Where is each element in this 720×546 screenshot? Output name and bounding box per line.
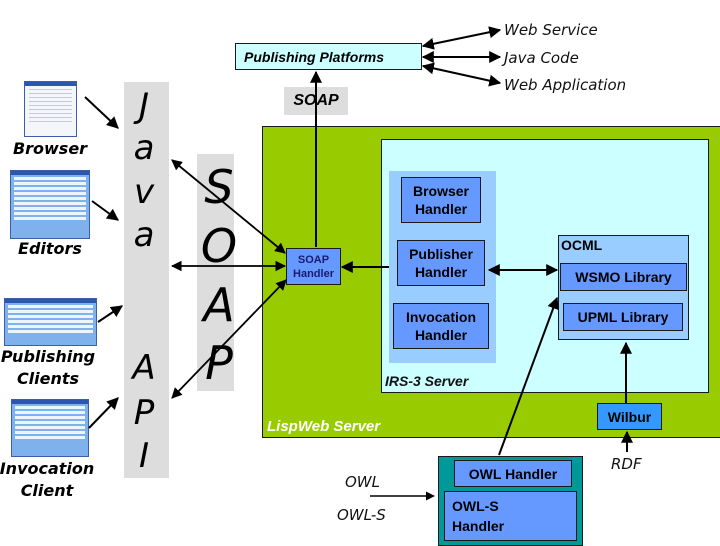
arrow-publishing-to-api xyxy=(97,305,123,323)
arrow-platforms-web-application xyxy=(421,62,502,87)
client-label-invocation-line1: Invocation xyxy=(0,459,95,478)
owls-handler-box: OWL-S Handler xyxy=(444,491,577,541)
invocation-handler-box: Invocation Handler xyxy=(393,303,489,349)
java-letter-a1: a xyxy=(133,128,155,168)
wsmo-library-box: WSMO Library xyxy=(560,263,687,291)
arrow-api-soap-handler-top xyxy=(171,159,286,254)
rdf-label: RDF xyxy=(611,455,642,473)
output-java-code: Java Code xyxy=(504,49,579,67)
client-label-publishing: Publishing Clients xyxy=(0,346,96,390)
soap-handler-line1: SOAP xyxy=(297,253,330,266)
api-letter-i: I xyxy=(138,436,150,476)
client-label-editors: Editors xyxy=(18,239,82,258)
browser-handler-line1: Browser xyxy=(412,183,470,199)
editors-thumbnail xyxy=(10,170,90,239)
java-letter-a2: a xyxy=(133,215,155,255)
client-label-publishing-line2: Clients xyxy=(16,369,80,388)
arrow-invocation-to-api xyxy=(88,397,119,429)
output-web-service: Web Service xyxy=(504,21,598,39)
arrow-platforms-web-service xyxy=(421,26,502,50)
invocation-handler-line2: Handler xyxy=(414,327,468,343)
arrow-browser-to-api xyxy=(84,96,119,129)
publishing-platforms-label: Publishing Platforms xyxy=(244,49,385,65)
client-label-invocation: Invocation Client xyxy=(0,458,98,502)
arrow-api-soap-handler-bottom xyxy=(171,279,287,399)
client-label-browser: Browser xyxy=(12,139,88,158)
client-label-publishing-line1: Publishing xyxy=(0,347,96,366)
output-web-application: Web Application xyxy=(504,76,627,94)
java-letter-j: J xyxy=(138,86,150,126)
api-letter-p: P xyxy=(133,393,155,433)
publisher-handler-line1: Publisher xyxy=(409,246,473,262)
lispweb-server-label: LispWeb Server xyxy=(267,418,381,435)
arrow-owl-to-ocml xyxy=(498,296,559,456)
java-api-column xyxy=(124,82,169,478)
owls-input-label: OWL-S xyxy=(337,506,386,524)
owls-handler-line1: OWL-S xyxy=(452,498,499,514)
irs3-server-label: IRS-3 Server xyxy=(385,373,469,389)
client-label-invocation-line2: Client xyxy=(20,481,74,500)
invocation-handler-line1: Invocation xyxy=(405,309,476,325)
owl-input-label: OWL xyxy=(345,473,380,491)
java-letter-v: v xyxy=(133,172,155,212)
owls-handler-line2: Handler xyxy=(452,518,505,534)
owl-handler-box: OWL Handler xyxy=(454,460,572,487)
invocation-client-thumbnail xyxy=(11,399,89,457)
soap-handler-line2: Handler xyxy=(293,267,334,280)
publisher-handler-box: Publisher Handler xyxy=(397,240,485,286)
publisher-handler-line2: Handler xyxy=(414,264,468,280)
browser-handler-line2: Handler xyxy=(414,201,468,217)
wilbur-box: Wilbur xyxy=(597,403,662,430)
ocml-label: OCML xyxy=(561,237,603,253)
browser-handler-box: Browser Handler xyxy=(401,177,481,223)
api-letter-a: A xyxy=(132,348,156,388)
publishing-clients-thumbnail xyxy=(4,298,97,346)
browser-thumbnail xyxy=(24,81,77,137)
upml-library-box: UPML Library xyxy=(563,303,683,331)
soap-handler-box: SOAP Handler xyxy=(286,248,341,285)
publishing-platforms-box: Publishing Platforms xyxy=(235,43,422,70)
arrow-editors-to-api xyxy=(91,200,119,221)
